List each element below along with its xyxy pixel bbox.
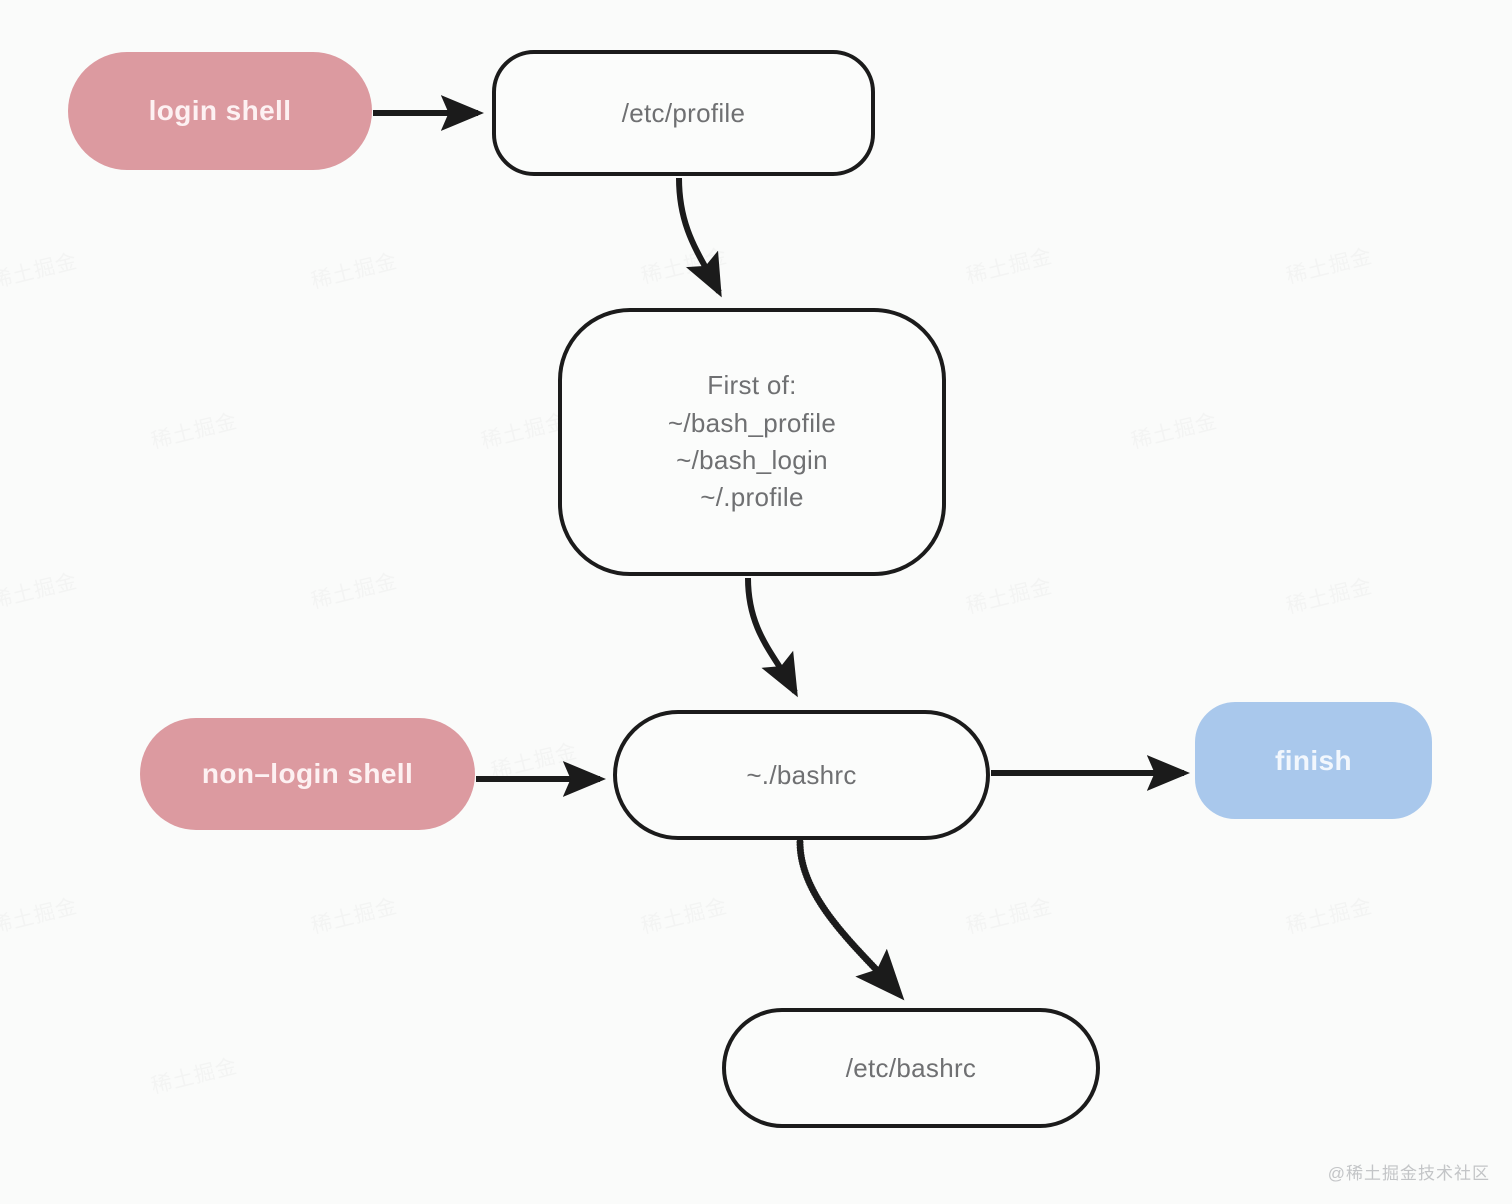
background-watermark: 稀土掘金 bbox=[148, 409, 240, 454]
node-etc-profile-label: /etc/profile bbox=[621, 97, 746, 128]
background-watermark: 稀土掘金 bbox=[0, 894, 80, 939]
node-login-shell-label: login shell bbox=[148, 95, 292, 126]
edge-first-of-to-bashrc bbox=[745, 577, 798, 698]
background-watermark: 稀土掘金 bbox=[478, 409, 570, 454]
edge-bashrc-to-etc-bashrc bbox=[796, 838, 905, 1001]
background-watermark: 稀土掘金 bbox=[638, 894, 730, 939]
node-finish[interactable]: finish bbox=[1195, 702, 1432, 819]
background-watermark: 稀土掘金 bbox=[308, 569, 400, 614]
background-watermark: 稀土掘金 bbox=[963, 894, 1055, 939]
background-watermark: 稀土掘金 bbox=[963, 244, 1055, 289]
background-watermark: 稀土掘金 bbox=[1283, 574, 1375, 619]
background-watermark: 稀土掘金 bbox=[1128, 409, 1220, 454]
node-bashrc-label: ~./bashrc bbox=[746, 759, 857, 790]
background-watermark: 稀土掘金 bbox=[148, 1054, 240, 1099]
node-finish-label: finish bbox=[1274, 744, 1353, 776]
background-watermark: 稀土掘金 bbox=[0, 569, 80, 614]
background-watermark: 稀土掘金 bbox=[1283, 244, 1375, 289]
edge-etc-profile-to-first-of bbox=[676, 177, 722, 298]
node-non-login-shell-label: non–login shell bbox=[201, 758, 414, 789]
node-first-of[interactable]: First of: ~/bash_profile ~/bash_login ~/… bbox=[558, 308, 946, 576]
background-watermark: 稀土掘金 bbox=[1283, 894, 1375, 939]
node-bashrc[interactable]: ~./bashrc bbox=[613, 710, 990, 840]
background-watermark: 稀土掘金 bbox=[308, 894, 400, 939]
background-watermark: 稀土掘金 bbox=[488, 739, 580, 784]
node-etc-bashrc[interactable]: /etc/bashrc bbox=[722, 1008, 1100, 1128]
node-first-of-label: First of: ~/bash_profile ~/bash_login ~/… bbox=[667, 370, 837, 513]
node-etc-profile[interactable]: /etc/profile bbox=[492, 50, 875, 176]
node-etc-bashrc-label: /etc/bashrc bbox=[845, 1052, 977, 1083]
corner-watermark: @稀土掘金技术社区 bbox=[1327, 1164, 1490, 1183]
node-non-login-shell[interactable]: non–login shell bbox=[140, 718, 475, 830]
background-watermark: 稀土掘金 bbox=[638, 244, 730, 289]
node-login-shell[interactable]: login shell bbox=[68, 52, 372, 170]
background-watermark: 稀土掘金 bbox=[308, 249, 400, 294]
background-watermark: 稀土掘金 bbox=[963, 574, 1055, 619]
background-watermark: 稀土掘金 bbox=[0, 249, 80, 294]
